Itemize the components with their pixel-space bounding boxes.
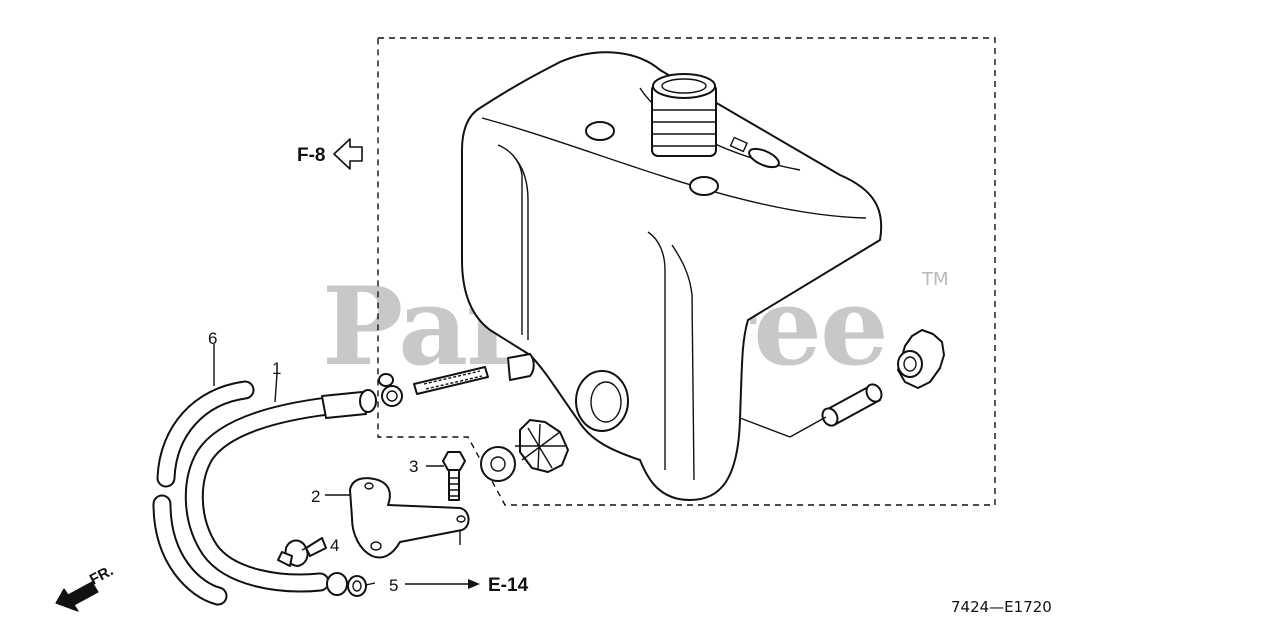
assembly-boundary: [377, 37, 996, 506]
tank-cap-gasket: [897, 329, 945, 389]
washer: [480, 446, 516, 482]
hose-clip: [277, 537, 327, 567]
trademark-mark: TM: [921, 269, 949, 290]
fuel-strainer: [378, 353, 535, 407]
tank-boss-right: [689, 176, 719, 196]
callout-1: 1: [272, 359, 281, 378]
callout-6: 6: [208, 329, 217, 348]
flange-bolt: [442, 451, 466, 501]
callout-2: 2: [311, 487, 320, 506]
tank-grommet: [515, 419, 569, 473]
ref-e14-arrow-icon: [468, 579, 480, 589]
spacer-collar: [739, 383, 883, 438]
tank-bracket: [349, 477, 470, 559]
leader-5: [365, 582, 376, 586]
callout-4: 4: [330, 536, 339, 555]
leader-1: [274, 373, 278, 403]
ref-f8-label: F-8: [297, 145, 326, 166]
front-arrow-icon: [55, 581, 99, 612]
ref-f8-arrow-icon: [333, 138, 363, 170]
callout-5: 5: [389, 576, 398, 595]
hose-clamp: [347, 575, 367, 597]
fuel-hose: [152, 380, 255, 606]
leader-4: [301, 545, 311, 551]
fuel-tank: [461, 51, 883, 501]
tank-boss-left: [585, 121, 615, 141]
callout-3: 3: [409, 457, 418, 476]
fuel-tube: [184, 389, 377, 596]
ref-e14-label: E-14: [488, 575, 529, 596]
drawing-code: 7424—E1720: [951, 598, 1052, 616]
